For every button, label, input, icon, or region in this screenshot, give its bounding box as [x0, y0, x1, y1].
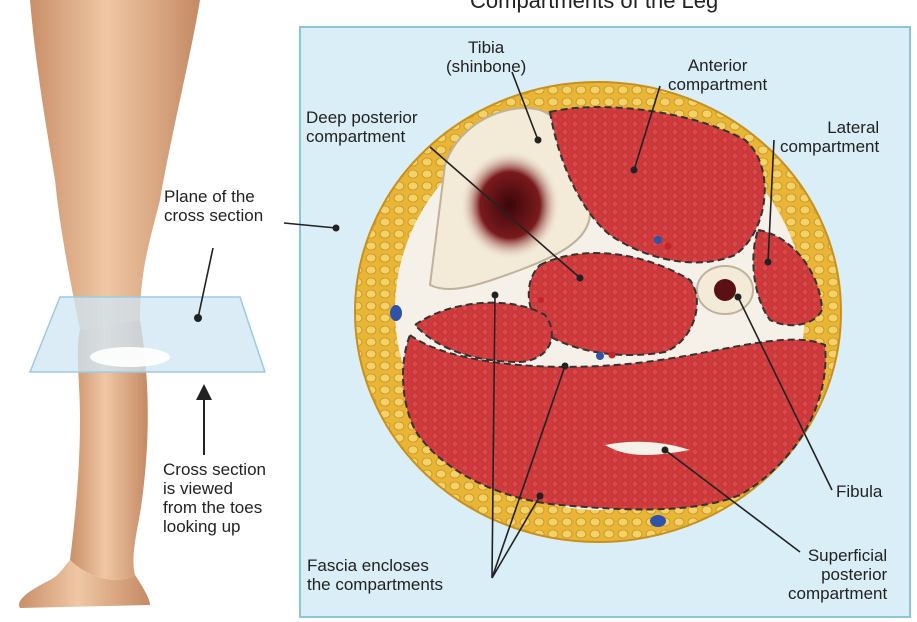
dot-fibula	[735, 294, 742, 301]
leader-plane	[284, 223, 336, 228]
dot-plane	[333, 225, 340, 232]
vessel-5	[538, 297, 544, 303]
dot-fascia-2	[562, 363, 569, 370]
vessel-1	[654, 236, 662, 244]
label-tibia: Tibia(shinbone)	[446, 38, 526, 76]
dot-lateral	[765, 259, 772, 266]
vein-skin-2	[650, 515, 666, 527]
dot-deep-posterior	[577, 275, 584, 282]
dot-fascia-1	[492, 292, 499, 299]
tibia-marrow	[460, 150, 560, 260]
dot-fascia-3	[537, 493, 544, 500]
vessel-4	[609, 352, 616, 359]
vessel-2	[665, 243, 672, 250]
dot-tibia	[535, 137, 542, 144]
vessel-3	[596, 352, 604, 360]
dot-anterior	[631, 167, 638, 174]
fibula-marrow	[714, 279, 736, 301]
label-fibula: Fibula	[836, 482, 882, 501]
dot-superficial	[662, 447, 669, 454]
vein-skin-1	[390, 305, 402, 321]
